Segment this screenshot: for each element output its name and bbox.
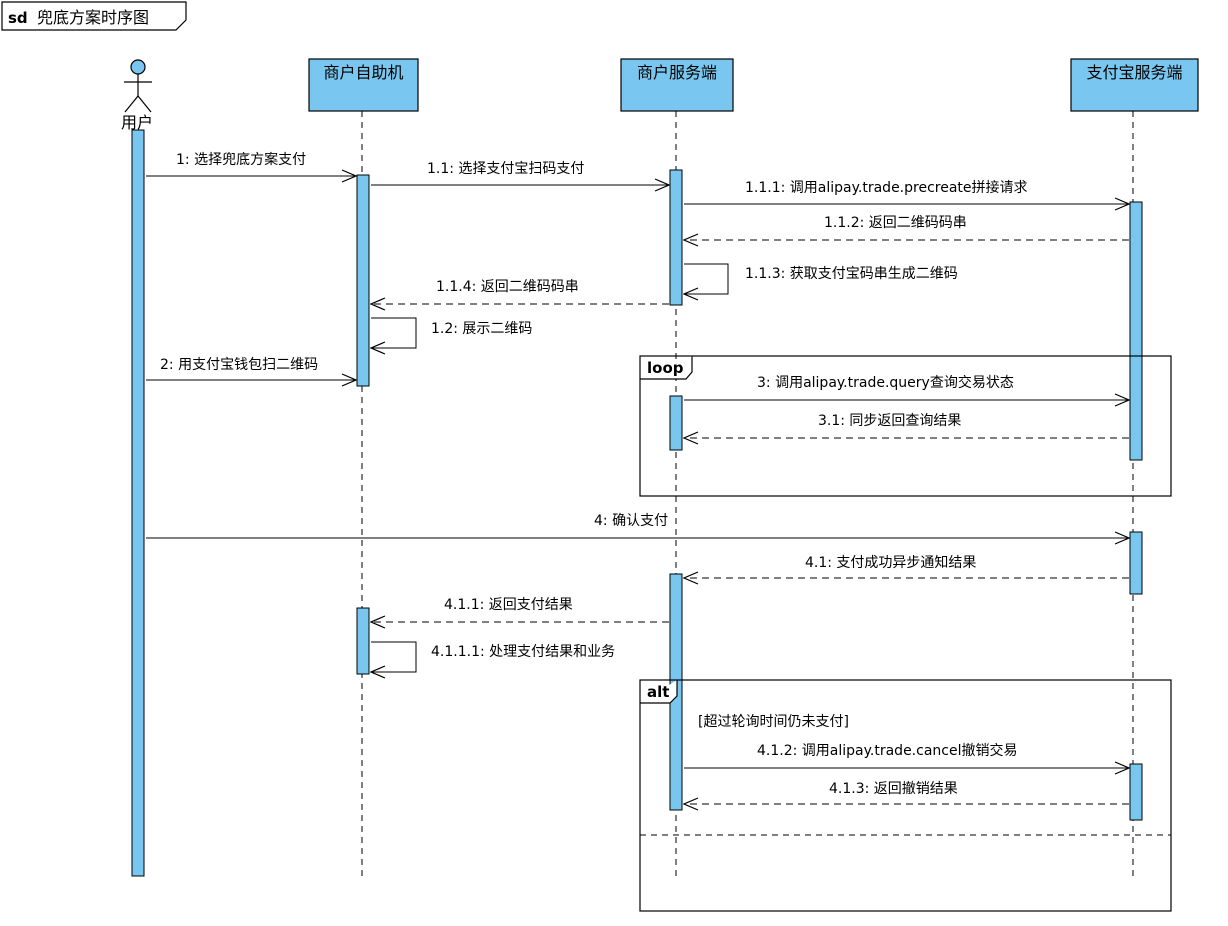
message-1-2-label: 1.2: 展示二维码 [431, 321, 532, 337]
frame-keyword: sd [8, 9, 28, 27]
message-1-1-label: 1.1: 选择支付宝扫码支付 [427, 161, 584, 177]
message-2-label: 2: 用支付宝钱包扫二维码 [160, 357, 318, 373]
actor-user [124, 59, 152, 113]
activation-merchant-1 [669, 169, 683, 306]
participant-kiosk: 商户自助机 [308, 58, 419, 112]
messages [146, 176, 1129, 804]
message-4-1-2-label: 4.1.2: 调用alipay.trade.cancel撤销交易 [757, 742, 1017, 759]
message-1-label: 1: 选择兜底方案支付 [176, 151, 306, 168]
fragment-alt: alt [超过轮询时间仍未支付] [639, 679, 1172, 912]
frame-name: 兜底方案时序图 [37, 8, 149, 27]
participant-alipay: 支付宝服务端 [1070, 58, 1199, 112]
activation-bars [131, 129, 1143, 877]
participant-label-alipay: 支付宝服务端 [1086, 63, 1182, 82]
lifelines [137, 111, 1134, 878]
message-1-1-3-label: 1.1.3: 获取支付宝码串生成二维码 [745, 266, 958, 282]
message-4-1-1-1-arrow [371, 641, 417, 672]
activation-kiosk-1 [356, 174, 370, 387]
actor-head-icon [130, 59, 146, 75]
message-4-1-3-label: 4.1.3: 返回撤销结果 [829, 781, 958, 797]
message-1-1-1-label: 1.1.1: 调用alipay.trade.precreate拼接请求 [745, 179, 1028, 196]
message-3-label: 3: 调用alipay.trade.query查询交易状态 [757, 374, 1014, 391]
message-4-label: 4: 确认支付 [594, 513, 668, 529]
participant-label-kiosk: 商户自助机 [323, 63, 403, 82]
diagram-frame-tab: sd 兜底方案时序图 [1, 1, 187, 31]
activation-kiosk-2 [356, 607, 370, 675]
participant-label-merchant: 商户服务端 [637, 63, 717, 82]
activation-alipay-1 [1129, 201, 1143, 461]
message-1-1-2-label: 1.1.2: 返回二维码码串 [824, 215, 967, 231]
message-4-1-label: 4.1: 支付成功异步通知结果 [805, 554, 976, 571]
message-1-1-3-arrow [684, 263, 729, 294]
activation-user [131, 129, 145, 877]
fragment-guard-alt: [超过轮询时间仍未支付] [698, 714, 849, 730]
fragment-loop: loop [639, 355, 1172, 497]
participant-merchant: 商户服务端 [620, 58, 734, 112]
message-4-1-1-1-label: 4.1.1.1: 处理支付结果和业务 [431, 644, 615, 660]
fragment-operator-loop: loop [647, 359, 684, 377]
activation-alipay-3 [1129, 763, 1143, 821]
activation-alipay-2 [1129, 531, 1143, 595]
message-4-1-1-label: 4.1.1: 返回支付结果 [444, 597, 573, 613]
fragment-operator-alt: alt [647, 683, 669, 701]
message-labels: 1: 选择兜底方案支付 1.1: 选择支付宝扫码支付 1.1.1: 调用alip… [160, 151, 1028, 797]
message-1-2-arrow [371, 317, 417, 348]
message-3-1-label: 3.1: 同步返回查询结果 [818, 413, 961, 429]
message-1-1-4-label: 1.1.4: 返回二维码码串 [436, 279, 579, 295]
participant-label-user: 用户 [121, 113, 153, 132]
activation-merchant-2 [669, 395, 683, 451]
